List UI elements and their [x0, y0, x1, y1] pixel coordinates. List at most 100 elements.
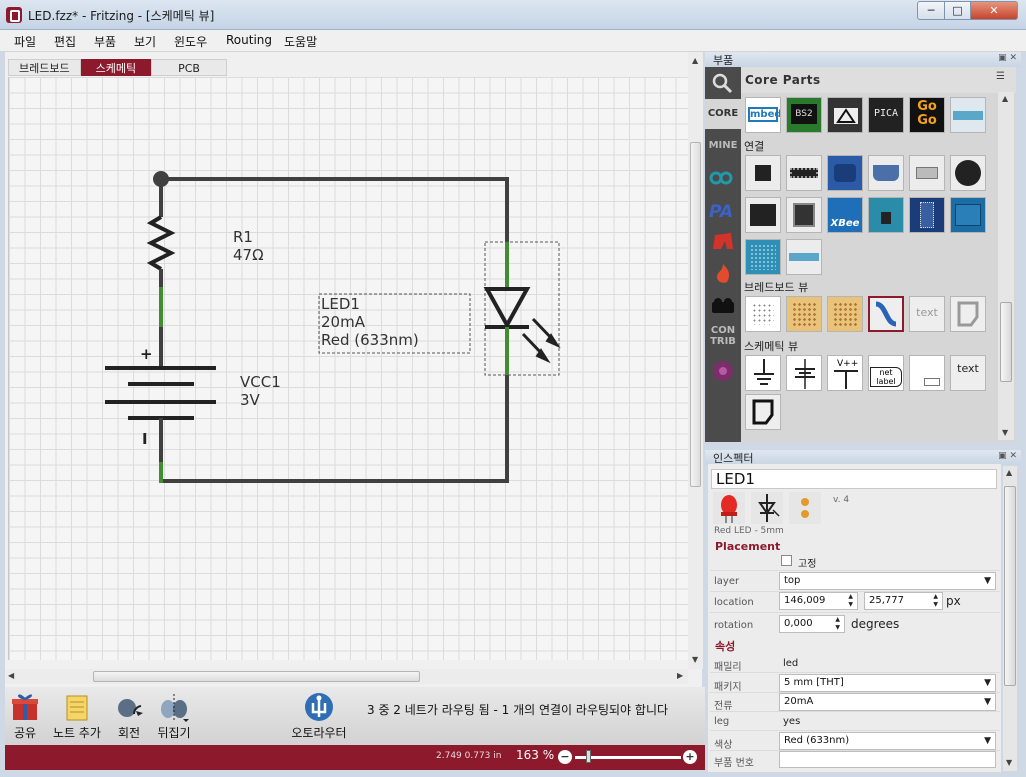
part-strip-board-orange[interactable]: [827, 296, 863, 332]
tab-breadboard[interactable]: 브레드보드: [8, 59, 81, 76]
dock-float-close-icons[interactable]: ▣ ✕: [998, 53, 1017, 63]
location-y-spinbox[interactable]: 25,777 ▲▼: [864, 592, 943, 610]
bin-red-robot[interactable]: [705, 229, 741, 253]
rotation-spinbox[interactable]: 0,000 ▲▼: [779, 615, 845, 633]
bin-fire[interactable]: [705, 262, 741, 284]
close-button[interactable]: ✕: [970, 1, 1018, 20]
menu-window[interactable]: 윈도우: [174, 35, 208, 49]
part-picaxe-chip[interactable]: [827, 97, 863, 133]
zoom-in-button[interactable]: +: [683, 750, 697, 764]
ground-symbol-icon: [754, 359, 774, 385]
bin-flower[interactable]: [705, 358, 741, 384]
menu-view[interactable]: 보기: [134, 35, 157, 49]
bin-menu-icon[interactable]: ☰: [996, 71, 1005, 82]
part-gogo[interactable]: Go Go: [909, 97, 945, 133]
inspector-scroll-thumb[interactable]: [1004, 486, 1016, 686]
minimize-button[interactable]: ─: [917, 1, 945, 20]
canvas-vertical-scroll-thumb[interactable]: [690, 142, 701, 487]
spin-arrows-icon[interactable]: ▲▼: [848, 593, 853, 608]
zoom-slider[interactable]: [575, 756, 681, 759]
canvas-horizontal-scroll-thumb[interactable]: [93, 671, 420, 682]
part-stripboard[interactable]: [786, 239, 822, 275]
part-pica[interactable]: PICA: [868, 97, 904, 133]
menu-help[interactable]: 도움말: [284, 35, 318, 49]
part-frame[interactable]: [909, 355, 945, 391]
canvas-horizontal-scrollbar[interactable]: ◀ ▶: [5, 669, 688, 684]
color-select[interactable]: Red (633nm) ▼: [779, 732, 996, 750]
menu-part[interactable]: 부품: [94, 35, 117, 49]
part-perfboard[interactable]: [745, 239, 781, 275]
schematic-canvas[interactable]: R1 47Ω + I VCC1 3V LED1 20mA Red (633nm): [8, 77, 688, 660]
inspector-float-close-icons[interactable]: ▣ ✕: [998, 451, 1017, 461]
part-ethernet-shield[interactable]: [868, 197, 904, 233]
canvas-vertical-scrollbar[interactable]: ▲ ▼: [688, 52, 703, 669]
bin-core[interactable]: CORE: [705, 99, 741, 129]
prop-package-label: 패키지: [714, 682, 742, 693]
spin-arrows-icon[interactable]: ▲▼: [835, 616, 840, 631]
led-breadboard-image[interactable]: [713, 492, 745, 524]
part-text-bb[interactable]: text: [909, 296, 945, 332]
share-button[interactable]: 공유: [7, 692, 43, 741]
led-pcb-image[interactable]: [789, 492, 821, 524]
battery-vcc1[interactable]: [105, 327, 216, 483]
menu-edit[interactable]: 편집: [54, 35, 77, 49]
add-note-button[interactable]: 노트 추가: [50, 692, 104, 741]
led-schematic-image[interactable]: [751, 492, 783, 524]
part-usb-connector[interactable]: [909, 155, 945, 191]
bin-search[interactable]: [705, 68, 741, 98]
part-dc-power[interactable]: [786, 355, 822, 391]
part-xbee[interactable]: XBee: [827, 197, 863, 233]
bin-gadget[interactable]: [705, 293, 741, 317]
part-text-schematic[interactable]: text: [950, 355, 986, 391]
led-symbol[interactable]: [483, 241, 561, 376]
tab-schematic[interactable]: 스케메틱: [80, 59, 152, 76]
part-mbed[interactable]: mbed: [745, 97, 781, 133]
part-breadboard-strip[interactable]: [950, 97, 986, 133]
menu-file[interactable]: 파일: [14, 35, 37, 49]
tab-pcb[interactable]: PCB: [151, 59, 227, 76]
part-db9-serial[interactable]: [868, 155, 904, 191]
part-bs2[interactable]: BS2: [786, 97, 822, 133]
zoom-out-button[interactable]: −: [558, 750, 572, 764]
part-mini-din[interactable]: [950, 155, 986, 191]
current-combo[interactable]: 20mA ▼: [779, 693, 996, 711]
inspector-scrollbar[interactable]: ▲ ▼: [1003, 466, 1017, 771]
part-note-bb[interactable]: [950, 296, 986, 332]
part-net-label[interactable]: net label: [868, 355, 904, 391]
bin-mine[interactable]: MINE: [708, 140, 738, 151]
flip-button[interactable]: 뒤집기: [153, 692, 195, 741]
part-vcc[interactable]: V++: [827, 355, 863, 391]
part-sd-card[interactable]: [745, 197, 781, 233]
part-rj45[interactable]: [786, 197, 822, 233]
part-wire-bb[interactable]: [868, 296, 904, 332]
parts-scrollbar[interactable]: ▲ ▼: [998, 92, 1014, 440]
part-number-field[interactable]: [779, 751, 996, 768]
bin-contrib[interactable]: CON TRIB: [710, 325, 736, 347]
led-label-selection[interactable]: [318, 293, 471, 354]
location-x-spinbox[interactable]: 146,009 ▲▼: [779, 592, 858, 610]
bin-pa[interactable]: PA: [705, 199, 741, 222]
resistor-r1[interactable]: [146, 179, 176, 327]
rotate-button[interactable]: 회전: [113, 692, 145, 741]
inspector-part-name[interactable]: LED1: [711, 469, 997, 489]
part-note-schematic[interactable]: [745, 394, 781, 430]
autorouter-button[interactable]: 오토라우터: [287, 692, 351, 741]
part-arduino-board[interactable]: [950, 197, 986, 233]
part-screw-terminal[interactable]: [827, 155, 863, 191]
spin-arrows-icon[interactable]: ▲▼: [933, 593, 938, 608]
package-select[interactable]: 5 mm [THT] ▼: [779, 674, 996, 692]
layer-select[interactable]: top ▼: [779, 572, 996, 590]
zoom-slider-handle[interactable]: [586, 750, 591, 763]
bin-arduino[interactable]: [705, 168, 741, 190]
part-arduino-mini[interactable]: [909, 197, 945, 233]
locked-checkbox[interactable]: [781, 555, 792, 566]
part-perf-board-orange[interactable]: [786, 296, 822, 332]
part-connector-square[interactable]: [745, 155, 781, 191]
maximize-button[interactable]: □: [944, 1, 971, 20]
parts-scroll-thumb[interactable]: [1000, 302, 1012, 382]
part-ground[interactable]: [745, 355, 781, 391]
menu-routing[interactable]: Routing: [226, 33, 273, 47]
part-header-pins[interactable]: [786, 155, 822, 191]
location-unit: px: [946, 594, 961, 608]
part-breadboard[interactable]: [745, 296, 781, 332]
